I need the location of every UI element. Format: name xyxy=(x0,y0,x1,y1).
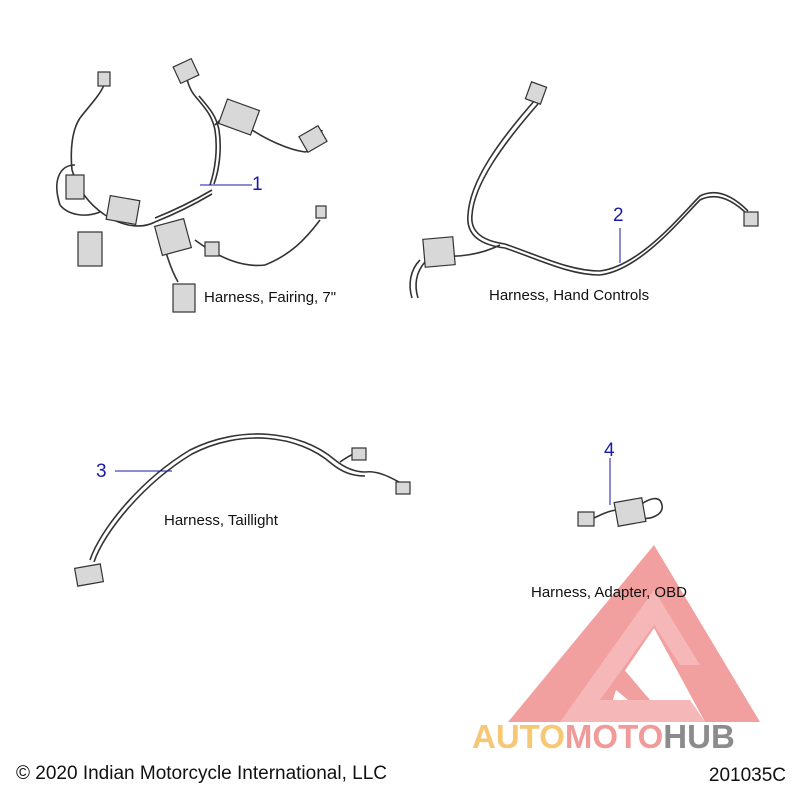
label-harness-adapter-obd: Harness, Adapter, OBD xyxy=(531,584,687,601)
label-harness-taillight: Harness, Taillight xyxy=(164,512,278,529)
watermark-hub: HUB xyxy=(663,718,735,755)
label-harness-fairing: Harness, Fairing, 7" xyxy=(204,289,337,306)
harness-hand-controls-drawing xyxy=(409,99,749,299)
callout-1: 1 xyxy=(252,174,263,195)
diagram-code: 201035C xyxy=(708,765,786,786)
watermark-auto: AUTO xyxy=(472,718,565,755)
copyright-text: © 2020 Indian Motorcycle International, … xyxy=(16,763,387,784)
label-harness-hand-controls: Harness, Hand Controls xyxy=(489,287,650,304)
callout-3: 3 xyxy=(96,461,107,482)
watermark-text: AUTOMOTOHUB xyxy=(472,718,735,756)
watermark-triangle-right xyxy=(560,590,705,722)
callout-2: 2 xyxy=(613,205,624,226)
watermark-moto: MOTO xyxy=(564,718,664,755)
callout-4: 4 xyxy=(604,440,615,461)
harness-obd-connectors xyxy=(577,497,647,527)
harness-taillight-connectors xyxy=(73,447,411,587)
harness-hand-controls-connectors xyxy=(422,81,759,268)
harness-fairing-connectors xyxy=(65,57,328,313)
watermark-logo xyxy=(508,545,760,722)
